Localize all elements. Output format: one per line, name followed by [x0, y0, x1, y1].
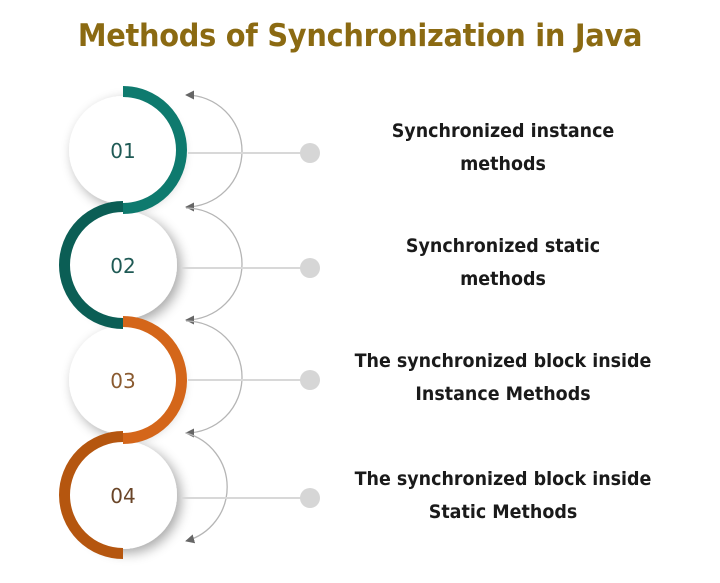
step-label-04: The synchronized block inside Static Met…	[328, 463, 678, 529]
ring-arc-03	[122, 316, 187, 444]
step-circle-03	[69, 326, 177, 434]
step-label-03: The synchronized block inside Instance M…	[328, 345, 678, 411]
arrow-arc-icon	[185, 432, 228, 544]
connector-dot-icon	[300, 370, 320, 390]
step-number-03: 03	[110, 369, 135, 393]
connector-dot-icon	[300, 258, 320, 278]
step-number-01: 01	[110, 139, 135, 163]
step-label-line: Instance Methods	[415, 383, 591, 405]
connector-dot-icon	[300, 143, 320, 163]
step-label-line: methods	[460, 268, 546, 290]
ring-arc-04	[59, 431, 124, 559]
step-label-line: Synchronized instance	[391, 120, 615, 142]
step-number-04: 04	[110, 484, 135, 508]
arrow-arc-icon	[185, 207, 243, 325]
ring-arc-01	[122, 86, 187, 214]
step-circle-02	[69, 211, 177, 319]
connector-dot-icon	[300, 488, 320, 508]
diagram-title: Methods of Synchronization in Java	[77, 18, 643, 54]
step-label-01: Synchronized instance methods	[328, 115, 678, 181]
step-label-line: The synchronized block inside	[354, 468, 652, 490]
step-label-line: Synchronized static	[405, 235, 601, 257]
step-label-line: methods	[460, 153, 546, 175]
step-circle-01	[69, 96, 177, 204]
step-label-line: Static Methods	[428, 501, 578, 523]
ring-arc-02	[59, 201, 124, 329]
arrow-arc-icon	[185, 320, 243, 438]
step-label-02: Synchronized static methods	[328, 230, 678, 296]
arrow-arc-icon	[185, 90, 243, 212]
step-label-line: The synchronized block inside	[354, 350, 652, 372]
step-circle-04	[69, 441, 177, 549]
step-number-02: 02	[110, 254, 135, 278]
